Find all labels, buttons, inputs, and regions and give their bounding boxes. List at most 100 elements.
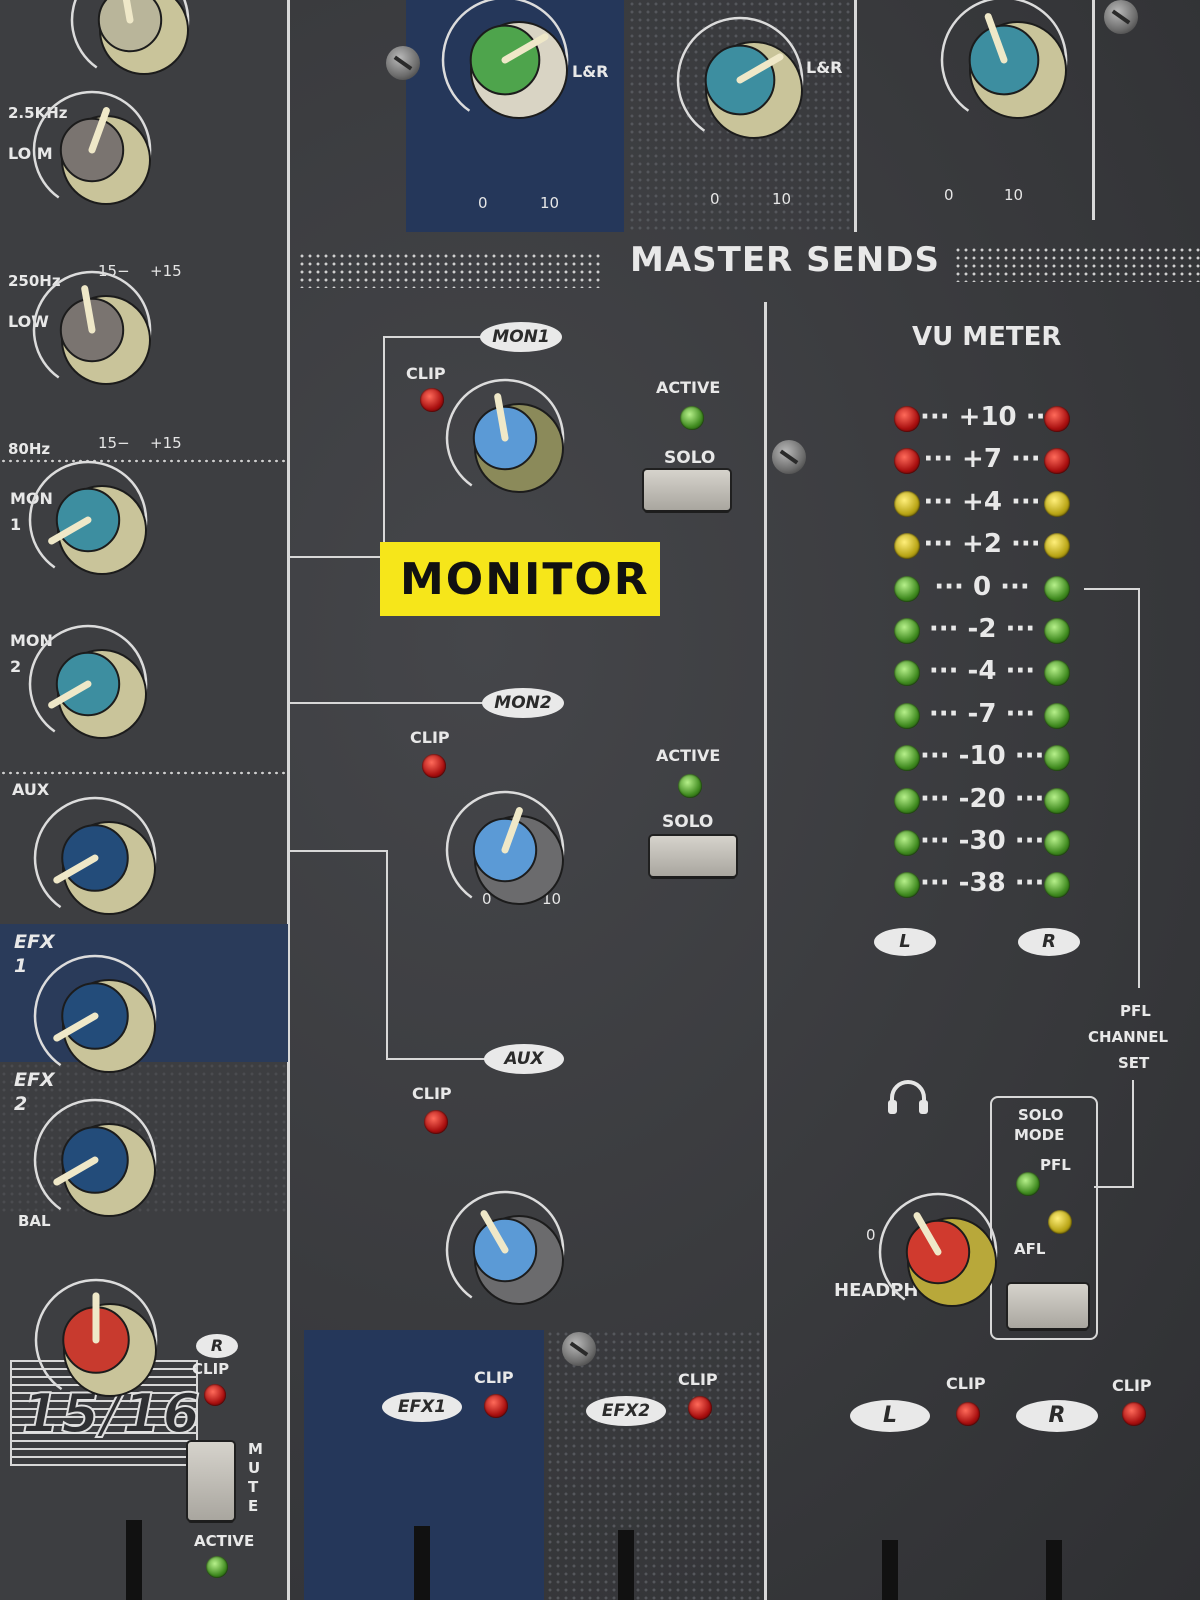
strip-active-led (206, 1556, 228, 1578)
output-right-tag: R (1016, 1400, 1098, 1432)
mon1-send-knob[interactable] (7, 439, 169, 601)
headphones-knob[interactable] (857, 1171, 1019, 1333)
master-divider (764, 302, 767, 1600)
eq-low-knob[interactable] (11, 249, 173, 411)
vu-led-left (894, 575, 920, 602)
mon2-solo-label: SOLO (662, 812, 714, 832)
screw (1104, 0, 1138, 34)
vu-led-right (1044, 660, 1070, 687)
vu-led-left (894, 490, 920, 517)
vu-led-right (1044, 490, 1070, 517)
solo-mode-button[interactable] (1008, 1284, 1088, 1328)
pfl-route-v2 (1132, 1080, 1134, 1188)
hp-scale-0: 0 (866, 1226, 876, 1244)
vu-level-label: ··· +4 ··· (923, 486, 1041, 517)
output-left-clip-label: CLIP (946, 1374, 986, 1393)
eq-scale-plus: +15 (150, 262, 182, 280)
master-sends-dots-left (298, 252, 602, 288)
vu-level-label: ··· -2 ··· (928, 614, 1036, 644)
top-lr-knob-b[interactable] (654, 0, 827, 166)
mon1-route-h (383, 336, 483, 338)
mon1-solo-button[interactable] (644, 470, 730, 510)
mon2-active-label: ACTIVE (656, 746, 721, 765)
screw (562, 1332, 596, 1366)
top-scale-10c: 10 (1004, 186, 1024, 204)
efx2-clip-led (688, 1396, 712, 1420)
mon1-clip-led (420, 388, 444, 412)
aux-tag: AUX (484, 1044, 564, 1074)
strip-dotted-divider (0, 770, 288, 776)
top-scale-10: 10 (540, 194, 560, 212)
top-scale-0b: 0 (710, 190, 720, 208)
aux-route-v (386, 850, 388, 1060)
pfl-route-h (1084, 588, 1140, 590)
efx2-fader-slot (618, 1530, 634, 1600)
mon2-tag: MON2 (482, 688, 564, 718)
mon2-route-h (290, 702, 486, 704)
solo-mode-afl: AFL (1014, 1240, 1046, 1258)
vu-led-left (894, 745, 920, 772)
eq-lo-mid-knob[interactable] (11, 69, 173, 231)
strip-fader-slot (126, 1520, 142, 1600)
bal-right-tag: R (196, 1334, 238, 1358)
mon1-route-v (383, 336, 385, 542)
eq-scale-plus-low: +15 (150, 434, 182, 452)
eq-scale-minus: 15− (98, 262, 130, 280)
mon2-active-led (678, 774, 702, 798)
solo-mode-line2: MODE (1014, 1126, 1065, 1144)
aux-clip-led (424, 1110, 448, 1134)
solo-mode-box (990, 1096, 1098, 1340)
output-right-clip-led (1122, 1402, 1146, 1426)
pfl-route-v (1138, 588, 1140, 988)
vu-led-right (1044, 830, 1070, 856)
mute-button[interactable] (188, 1442, 234, 1520)
vu-level-label: ··· -4 ··· (928, 656, 1036, 687)
mon2-send-knob[interactable] (7, 603, 169, 765)
mon2-solo-button[interactable] (650, 836, 736, 876)
bal-label: BAL (18, 1212, 51, 1230)
top-lr-knob-a[interactable] (419, 0, 592, 146)
aux-clip-label: CLIP (412, 1084, 452, 1103)
screw (772, 440, 806, 474)
vu-led-left (894, 872, 920, 899)
aux-send-knob[interactable] (11, 774, 178, 941)
aux-master-knob[interactable] (424, 1169, 586, 1331)
top-divider (854, 0, 857, 232)
vu-level-label: ··· -20 ··· (920, 783, 1045, 814)
vu-led-left (894, 533, 920, 560)
eq-high-knob[interactable] (49, 0, 211, 101)
vu-level-label: ··· -10 ··· (920, 741, 1045, 772)
top-lr-knob-c[interactable] (918, 0, 1091, 146)
efx2-send-knob[interactable] (11, 1076, 178, 1243)
mon1-label: MON 1 (10, 489, 53, 534)
monitor-sticker (380, 542, 660, 616)
vu-led-right (1044, 702, 1070, 729)
vu-led-left (894, 702, 920, 729)
mon1-master-knob[interactable] (424, 357, 586, 519)
vu-level-label: ··· -38 ··· (920, 868, 1045, 899)
strip-dotted-divider (0, 458, 288, 464)
mon1-active-label: ACTIVE (656, 378, 721, 397)
vu-left-tag: L (874, 928, 936, 956)
efx1-tag: EFX1 (382, 1392, 462, 1422)
output-left-tag: L (850, 1400, 930, 1432)
screw (386, 46, 420, 80)
top-divider-right (1092, 0, 1095, 220)
mon1-solo-label: SOLO (664, 448, 716, 468)
solo-mode-afl-led (1048, 1210, 1072, 1234)
efx1-clip-label: CLIP (474, 1368, 514, 1387)
mon2-master-knob[interactable] (424, 769, 586, 931)
vu-led-left (894, 448, 920, 475)
strip-active-label: ACTIVE (194, 1532, 255, 1550)
balance-knob[interactable] (12, 1256, 179, 1423)
efx1-send-knob[interactable] (11, 932, 178, 1099)
efx-bottom-dots (546, 1330, 762, 1600)
vu-led-right (1044, 872, 1070, 899)
vu-led-left (894, 618, 920, 644)
aux-label: AUX (12, 780, 50, 799)
monitor-sticker-text: MONITOR (400, 554, 650, 605)
mute-label: MUTE (248, 1440, 263, 1515)
monitor-route-h (290, 556, 382, 558)
vu-led-left (894, 406, 920, 432)
